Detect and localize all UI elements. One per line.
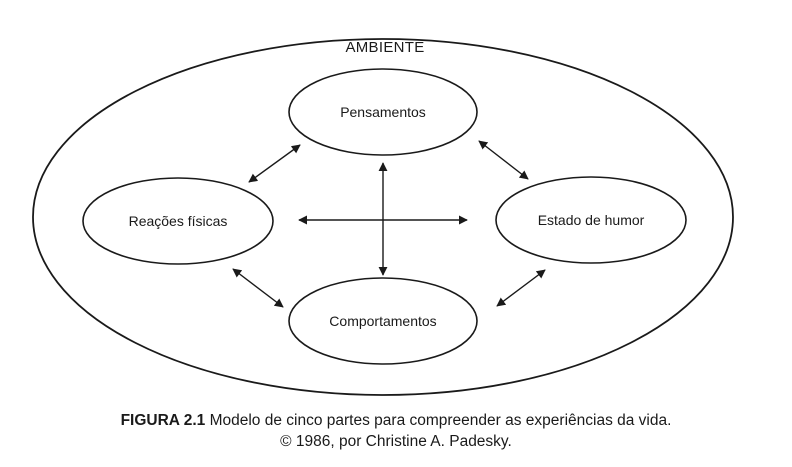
- node-mood-ellipse: [495, 176, 687, 264]
- figure-title: Modelo de cinco partes para compreender …: [209, 412, 672, 429]
- node-physical-reactions-ellipse: [82, 177, 274, 265]
- node-physical-reactions-label: Reações físicas: [129, 213, 228, 229]
- figure-caption: FIGURA 2.1 Modelo de cinco partes para c…: [0, 410, 792, 452]
- node-behaviors: Comportamentos: [288, 277, 478, 365]
- arrow-mood-behaviors: [496, 269, 546, 307]
- node-mood-label: Estado de humor: [538, 212, 645, 228]
- node-mood: Estado de humor: [495, 176, 687, 264]
- node-thoughts-ellipse: [288, 68, 478, 156]
- five-part-model-diagram: AMBIENTE Pensamentos Reações físicas Est…: [32, 38, 734, 396]
- environment-ellipse: [32, 38, 734, 396]
- node-behaviors-label: Comportamentos: [329, 313, 436, 329]
- figure-number: FIGURA 2.1: [120, 412, 206, 429]
- arrow-physical-behaviors: [232, 268, 284, 308]
- node-thoughts: Pensamentos: [288, 68, 478, 156]
- node-thoughts-label: Pensamentos: [340, 104, 426, 120]
- arrow-thoughts-physical: [248, 144, 301, 183]
- arrow-thoughts-mood: [478, 140, 529, 180]
- figure-credit: © 1986, por Christine A. Padesky.: [280, 433, 512, 450]
- node-behaviors-ellipse: [288, 277, 478, 365]
- node-physical-reactions: Reações físicas: [82, 177, 274, 265]
- environment-label: AMBIENTE: [345, 39, 424, 56]
- caption-line-1: FIGURA 2.1 Modelo de cinco partes para c…: [0, 410, 792, 431]
